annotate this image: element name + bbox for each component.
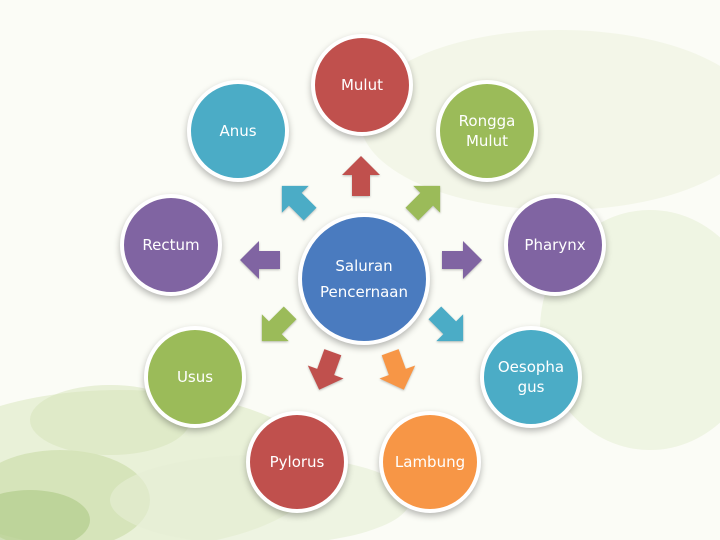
center-line-2: Pencernaan	[319, 283, 409, 301]
arrow-to-lambung	[375, 349, 419, 393]
arrow-to-mulut	[339, 154, 383, 198]
node-rongga-mulut: Rongga Mulut	[436, 80, 538, 182]
arrow-to-rectum	[238, 238, 282, 282]
node-rectum-label: Rectum	[142, 236, 200, 254]
arrow-to-oesophagus	[427, 305, 471, 349]
arrow-to-usus-shape	[261, 306, 297, 342]
arrow-to-rectum-shape	[240, 241, 280, 279]
arrow-to-pylorus-shape	[307, 349, 344, 390]
node-oesophagus-line-1: Oesopha	[497, 358, 565, 376]
node-rongga-mulut-line-2: Mulut	[465, 132, 508, 150]
node-pylorus-label: Pylorus	[269, 453, 325, 471]
node-pharynx: Pharynx	[504, 194, 606, 296]
arrow-to-pharynx	[440, 238, 484, 282]
node-mulut: Mulut	[311, 34, 413, 136]
center-line-1: Saluran	[335, 257, 393, 275]
node-usus-label: Usus	[176, 368, 214, 386]
node-saluran-pencernaan: Saluran Pencernaan	[298, 213, 430, 345]
arrow-to-anus	[274, 178, 318, 222]
arrow-to-usus	[254, 305, 298, 349]
node-pharynx-label: Pharynx	[524, 236, 586, 254]
arrow-to-mulut-shape	[342, 156, 380, 196]
node-pylorus: Pylorus	[246, 411, 348, 513]
arrow-to-anus-shape	[281, 185, 317, 221]
node-anus-label: Anus	[219, 122, 257, 140]
node-lambung-label: Lambung	[394, 453, 466, 471]
node-usus: Usus	[144, 326, 246, 428]
node-oesophagus: Oesopha gus	[480, 326, 582, 428]
arrow-to-lambung-shape	[379, 349, 416, 390]
arrow-to-rongga-mulut	[404, 178, 448, 222]
arrow-to-oesophagus-shape	[428, 306, 464, 342]
node-oesophagus-line-2: gus	[517, 378, 545, 396]
arrow-to-pylorus	[304, 349, 348, 393]
node-anus: Anus	[187, 80, 289, 182]
arrow-to-pharynx-shape	[442, 241, 482, 279]
arrow-to-rongga-mulut-shape	[405, 185, 441, 221]
node-rectum: Rectum	[120, 194, 222, 296]
node-mulut-label: Mulut	[340, 76, 383, 94]
node-rongga-mulut-line-1: Rongga	[458, 112, 516, 130]
node-lambung: Lambung	[379, 411, 481, 513]
